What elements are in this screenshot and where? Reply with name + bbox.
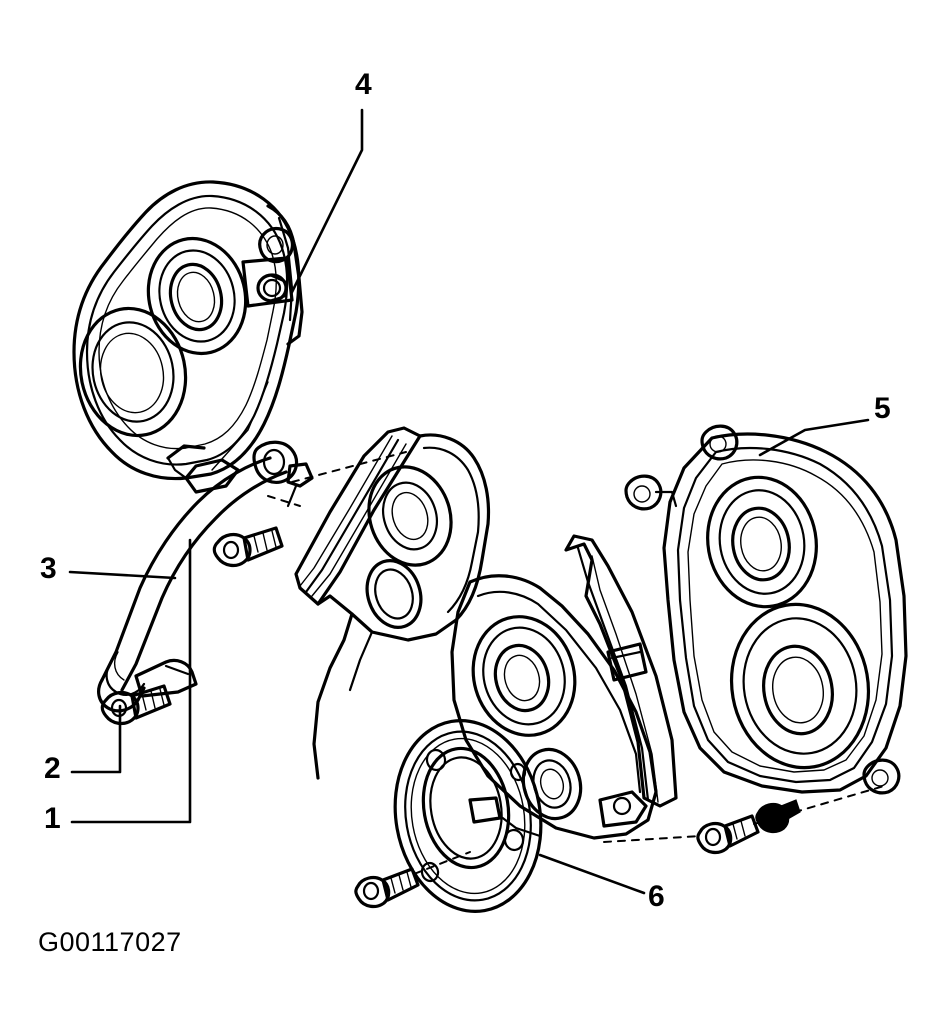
bolt-crankshaft-seal-plate [354,867,420,909]
bolt-lower-pipe-mount [100,684,172,726]
timing-belt-cover-outer-right [624,424,908,795]
bolt-upper-pipe-mount [212,526,284,568]
callout-6: 6 [648,880,665,913]
callout-2: 2 [44,752,61,785]
leader-line-4 [290,108,364,294]
figure-id-label: G00117027 [38,927,182,957]
timing-belt-rear-cover-plate [294,426,678,840]
leader-line-2 [70,704,122,774]
assembly-alignment-lines [267,451,885,875]
bolt-right-cover-lower [696,814,760,855]
bolt-right-cover-upper [755,799,801,834]
timing-belt-cover-outer-upper [72,180,304,494]
callout-leaders [68,108,870,895]
leader-line-5 [758,418,870,457]
callout-5: 5 [874,392,891,425]
leader-line-3 [68,570,177,580]
water-pipe [97,440,314,726]
callout-3: 3 [40,552,57,585]
callout-1: 1 [44,802,61,835]
callout-4: 4 [355,68,372,101]
leader-line-6 [538,853,646,895]
crankshaft-seal-plate [393,719,543,913]
leader-line-1 [70,538,192,824]
